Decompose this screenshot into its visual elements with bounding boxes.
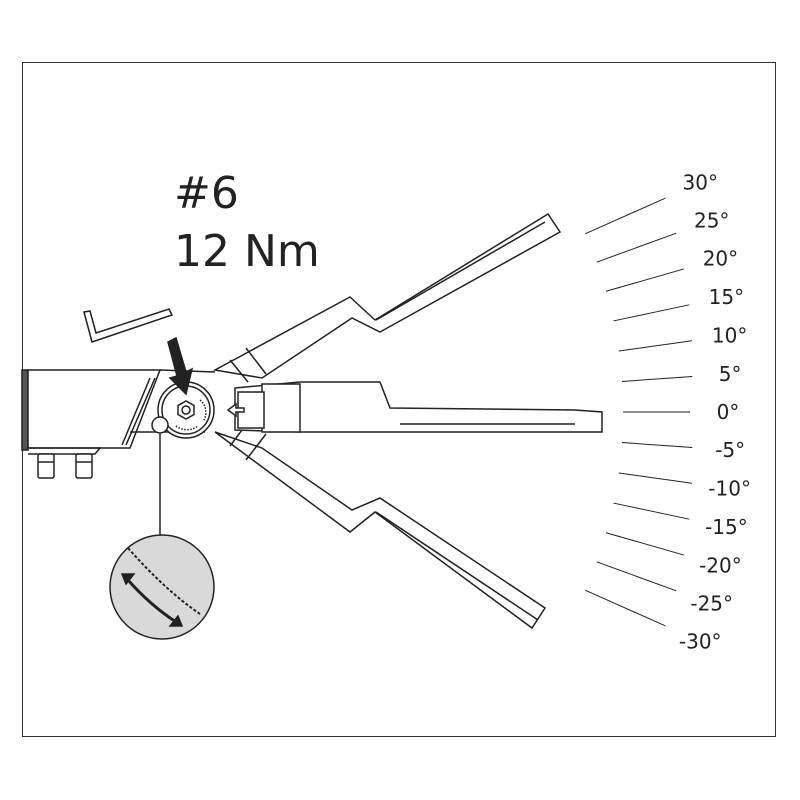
down-arrow-icon: [167, 336, 194, 396]
adjustment-hub: [151, 381, 215, 439]
angle-tick: [605, 268, 685, 292]
angle-label: 15°: [709, 285, 744, 309]
angle-tick: [618, 340, 693, 352]
angle-tick: [584, 197, 666, 235]
setting-number: #6: [174, 168, 239, 219]
middle-arm: [234, 381, 603, 433]
angle-label: -25°: [690, 592, 733, 616]
angle-label: 25°: [694, 208, 729, 232]
angle-tick: [618, 472, 693, 484]
angle-label: 20°: [703, 246, 738, 270]
angle-tick: [621, 376, 693, 382]
angle-label: -30°: [679, 629, 722, 653]
mount-tube: [21, 369, 216, 479]
angle-label: -5°: [715, 438, 745, 462]
lower-arm: [214, 421, 547, 630]
angle-label: 10°: [712, 323, 747, 347]
angle-tick: [613, 304, 690, 322]
angle-tick: [613, 502, 690, 520]
angle-scale: 30° 25° 20° 15° 10° 5° 0° -5° -10° -15° -20° -25° -3…: [584, 171, 751, 653]
angle-tick: [596, 561, 677, 592]
angle-tick: [621, 442, 693, 448]
angle-label: -10°: [708, 477, 751, 501]
angle-label: -15°: [705, 515, 748, 539]
arrow-left-icon: [226, 402, 245, 418]
torque-value: 12 Nm: [174, 226, 320, 277]
angle-label: -20°: [699, 554, 742, 578]
upper-arm: [212, 212, 562, 383]
angle-label: 0°: [717, 400, 740, 424]
angle-label: 30°: [683, 171, 718, 195]
angle-tick: [605, 532, 685, 556]
angle-tick: [584, 589, 666, 627]
tooth-detail-callout: [109, 433, 215, 640]
hex-key-icon: [83, 308, 174, 343]
angle-tick: [596, 232, 677, 263]
angle-label: 5°: [719, 362, 742, 386]
